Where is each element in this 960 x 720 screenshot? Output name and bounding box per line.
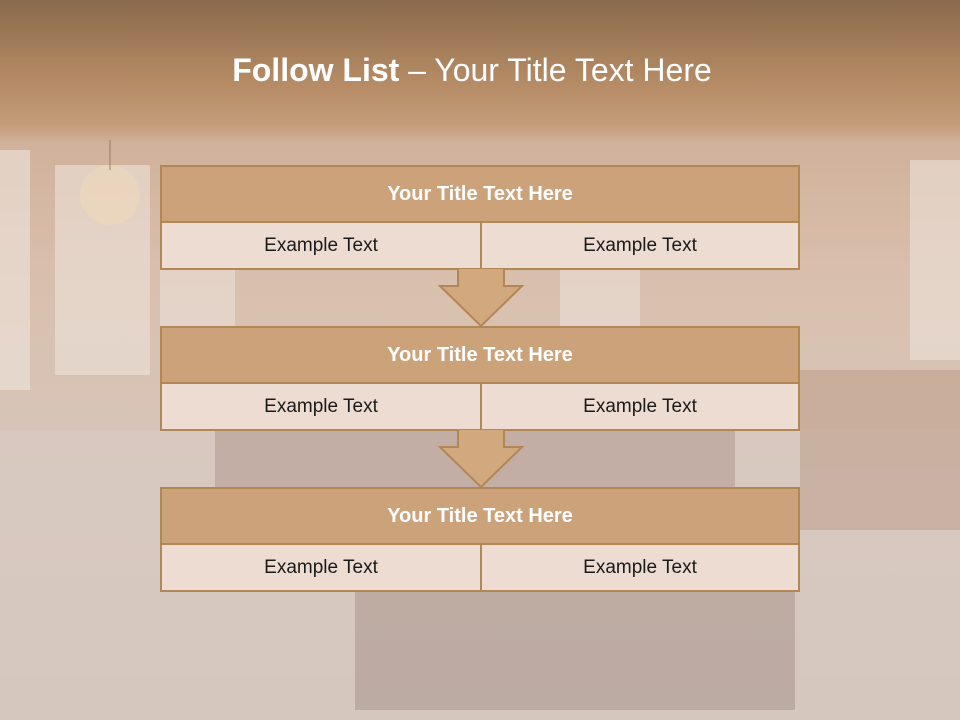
flow-box-cell-left: Example Text — [162, 223, 482, 268]
flow-box-title: Your Title Text Here — [162, 328, 798, 384]
flow-box-title: Your Title Text Here — [162, 489, 798, 545]
flow-box-3: Your Title Text Here Example Text Exampl… — [160, 487, 800, 592]
flow-box-cell-right: Example Text — [583, 557, 697, 578]
flow-box-title: Your Title Text Here — [162, 167, 798, 223]
slide-title: Follow List – Your Title Text Here — [0, 52, 944, 89]
flow-box-cell-left: Example Text — [162, 545, 482, 590]
flow-box-2: Your Title Text Here Example Text Exampl… — [160, 326, 800, 431]
slide-title-bold: Follow List — [232, 52, 400, 88]
down-arrow-icon — [438, 268, 524, 328]
flow-box-1: Your Title Text Here Example Text Exampl… — [160, 165, 800, 270]
slide-title-rest: – Your Title Text Here — [399, 52, 712, 88]
flow-box-cell-right: Example Text — [583, 396, 697, 417]
header-band — [0, 0, 960, 145]
down-arrow-icon — [438, 429, 524, 489]
flow-box-cell-right: Example Text — [583, 235, 697, 256]
flow-box-cell-left: Example Text — [162, 384, 482, 429]
